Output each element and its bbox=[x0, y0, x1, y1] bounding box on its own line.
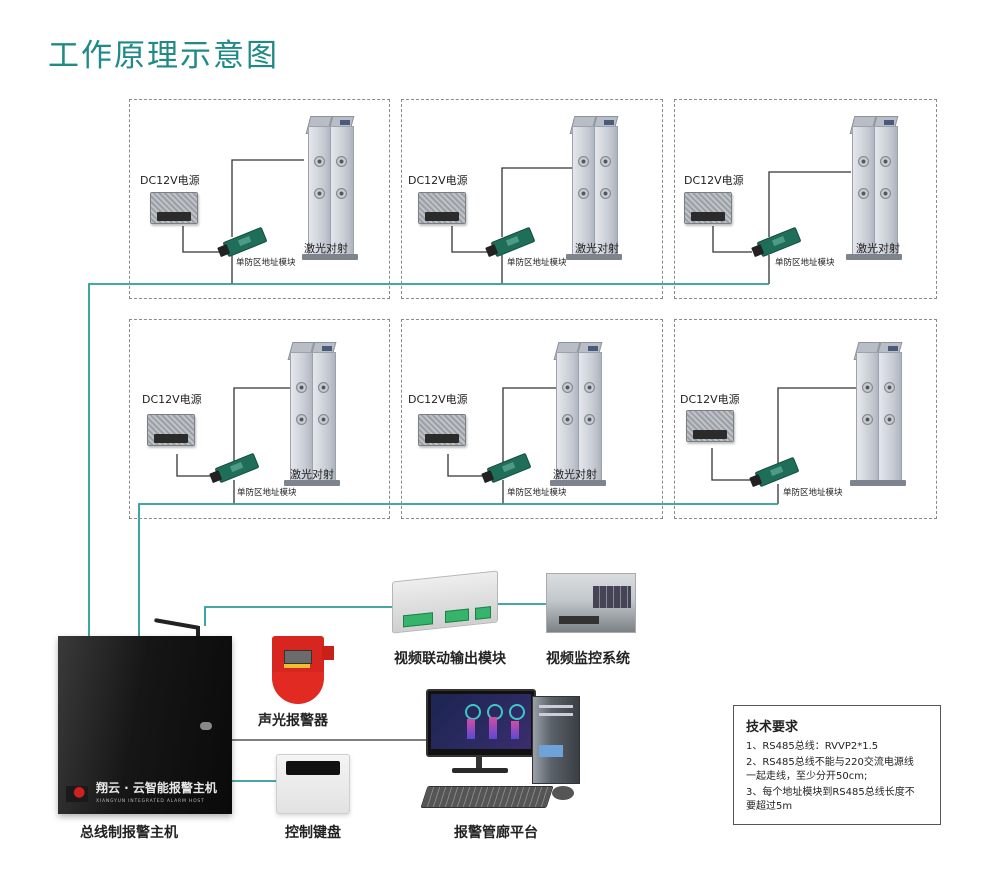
tech-line: 一起走线，至少分开50cm; bbox=[746, 771, 868, 782]
power-supply-icon bbox=[418, 414, 466, 446]
tech-line: 2、RS485总线不能与220交流电源线 bbox=[746, 757, 914, 768]
power-supply-icon bbox=[150, 192, 198, 224]
power-label: DC12V电源 bbox=[408, 393, 468, 406]
address-module-label: 单防区地址模块 bbox=[507, 488, 567, 498]
detector-label: 激光对射 bbox=[856, 242, 900, 255]
laser-beam-detector-icon bbox=[850, 342, 906, 492]
monitor-stand bbox=[476, 755, 482, 769]
zone-panel-4 bbox=[129, 319, 390, 519]
power-label: DC12V电源 bbox=[140, 174, 200, 187]
zone-panel-1 bbox=[129, 99, 390, 299]
power-label: DC12V电源 bbox=[142, 393, 202, 406]
bus-video bbox=[204, 606, 392, 626]
laser-beam-detector-icon bbox=[284, 342, 340, 492]
video-linkage-module-icon bbox=[392, 570, 498, 634]
detector-label: 激光对射 bbox=[290, 468, 334, 481]
laser-beam-detector-icon bbox=[302, 116, 358, 266]
tech-title: 技术要求 bbox=[746, 720, 799, 735]
zone-panel-3 bbox=[674, 99, 937, 299]
detector-label: 激光对射 bbox=[575, 242, 619, 255]
address-module-label: 单防区地址模块 bbox=[783, 488, 843, 498]
address-module-label: 单防区地址模块 bbox=[507, 258, 567, 268]
platform-label: 报警管廊平台 bbox=[454, 825, 538, 841]
power-supply-icon bbox=[684, 192, 732, 224]
tech-line: 3、每个地址模块到RS485总线长度不 bbox=[746, 787, 915, 798]
host-brand: 翔云 · 云智能报警主机 bbox=[96, 781, 217, 795]
keyboard-icon bbox=[420, 786, 554, 808]
power-label: DC12V电源 bbox=[408, 174, 468, 187]
laser-beam-detector-icon bbox=[846, 116, 902, 266]
brand-logo-icon bbox=[66, 786, 88, 802]
power-supply-icon bbox=[147, 414, 195, 446]
host-brand-sub: XIANGYUN INTEGRATED ALARM HOST bbox=[96, 799, 205, 804]
tech-requirements-box: 技术要求 1、RS485总线：RVVP2*1.5 2、RS485总线不能与220… bbox=[733, 705, 941, 825]
siren-label: 声光报警器 bbox=[258, 713, 328, 729]
lock-icon bbox=[200, 722, 212, 730]
cctv-label: 视频监控系统 bbox=[546, 651, 630, 667]
alarm-host-device: 翔云 · 云智能报警主机 XIANGYUN INTEGRATED ALARM H… bbox=[58, 636, 232, 814]
tech-line: 要超过5m bbox=[746, 801, 793, 812]
address-module-label: 单防区地址模块 bbox=[236, 258, 296, 268]
antenna-icon bbox=[154, 618, 200, 630]
zone-panel-2 bbox=[401, 99, 663, 299]
power-label: DC12V电源 bbox=[680, 393, 740, 406]
antenna-post bbox=[196, 626, 200, 638]
power-supply-icon bbox=[418, 192, 466, 224]
power-supply-icon bbox=[686, 410, 734, 442]
siren-icon bbox=[272, 636, 334, 706]
pc-tower-icon bbox=[532, 696, 580, 784]
zone-panel-5 bbox=[401, 319, 663, 519]
cctv-room-image bbox=[546, 573, 636, 633]
laser-beam-detector-icon bbox=[550, 342, 606, 492]
host-label: 总线制报警主机 bbox=[80, 825, 178, 841]
video-module-label: 视频联动输出模块 bbox=[394, 651, 506, 667]
monitor-base bbox=[452, 768, 508, 773]
zone-panel-6 bbox=[674, 319, 937, 519]
power-label: DC12V电源 bbox=[684, 174, 744, 187]
monitor-icon bbox=[426, 689, 536, 757]
detector-label: 激光对射 bbox=[553, 468, 597, 481]
address-module-label: 单防区地址模块 bbox=[775, 258, 835, 268]
detector-label: 激光对射 bbox=[304, 242, 348, 255]
tech-line: 1、RS485总线：RVVP2*1.5 bbox=[746, 741, 879, 752]
page-title: 工作原理示意图 bbox=[48, 38, 279, 74]
laser-beam-detector-icon bbox=[566, 116, 622, 266]
address-module-label: 单防区地址模块 bbox=[237, 488, 297, 498]
keypad-label: 控制键盘 bbox=[285, 825, 341, 841]
mouse-icon bbox=[552, 786, 574, 800]
keypad-icon bbox=[276, 754, 350, 814]
